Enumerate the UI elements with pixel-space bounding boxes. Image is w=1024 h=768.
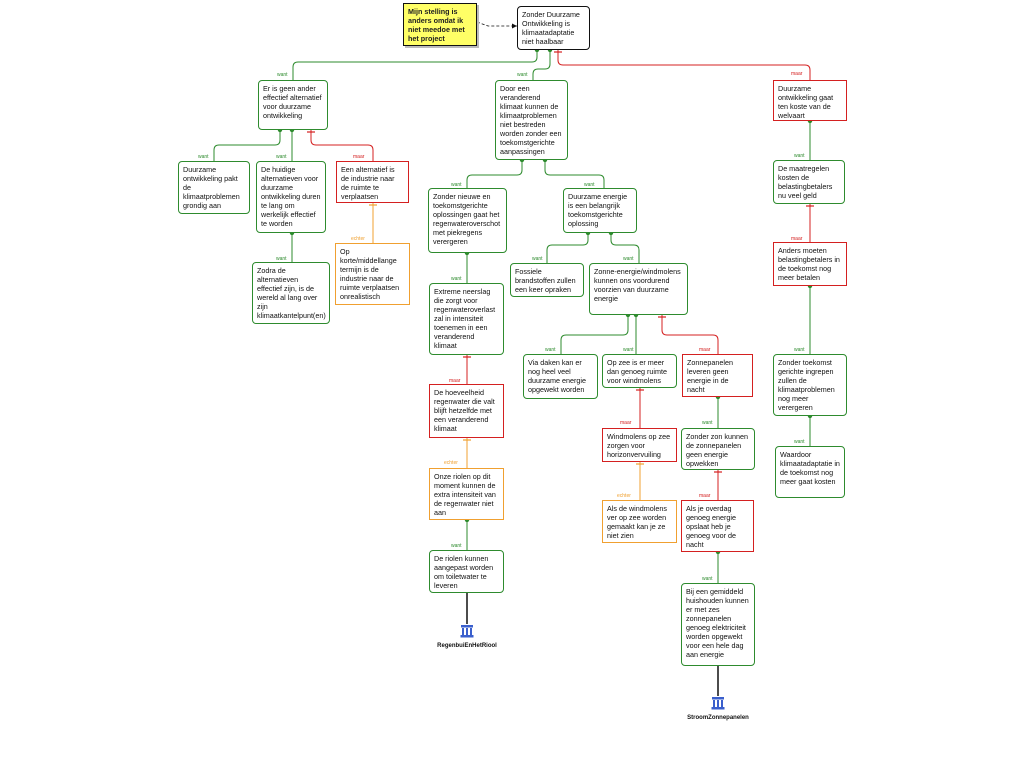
- maar-label: maar: [620, 420, 632, 426]
- objection-box-n26[interactable]: Anders moeten belastingbetalers in de to…: [773, 242, 847, 286]
- want-label: want: [276, 154, 287, 160]
- want-label: want: [623, 256, 634, 262]
- want-label: want: [794, 439, 805, 445]
- source-building-icon[interactable]: [460, 624, 474, 638]
- maar-label: maar: [699, 493, 711, 499]
- argument-box-n9[interactable]: Zonder nieuwe en toekomstgerichte oploss…: [428, 188, 507, 253]
- edge-n10-n16: [610, 233, 640, 263]
- maar-label: maar: [353, 154, 365, 160]
- maar-label: maar: [449, 378, 461, 384]
- want-label: want: [702, 420, 713, 426]
- want-label: want: [584, 182, 595, 188]
- argument-box-n4[interactable]: Duurzame ontwikkeling pakt de klimaatpro…: [178, 161, 250, 214]
- maar-label: maar: [791, 236, 803, 242]
- source-label-s2: StroomZonnepanelen: [687, 715, 749, 721]
- want-label: want: [451, 182, 462, 188]
- rebuttal-box-n21[interactable]: Als de windmolens ver op zee worden gema…: [602, 500, 677, 543]
- argument-box-n25[interactable]: De maatregelen kosten de belastingbetale…: [773, 160, 845, 204]
- echter-label: echter: [444, 460, 458, 466]
- want-label: want: [623, 347, 634, 353]
- want-label: want: [794, 347, 805, 353]
- edge-root-n2: [532, 50, 551, 80]
- want-label: want: [545, 347, 556, 353]
- argument-box-n16[interactable]: Zonne-energie/windmolens kunnen ons voor…: [589, 263, 688, 315]
- edge-n2-n9: [466, 160, 523, 188]
- argument-box-n28[interactable]: Waardoor klimaatadaptatie in de toekomst…: [775, 446, 845, 498]
- edge-root-n3: [557, 50, 811, 80]
- argument-box-n10[interactable]: Duurzame energie is een belangrijk toeko…: [563, 188, 637, 233]
- source-label-s1: RegenbuiEnHetRiool: [437, 643, 497, 649]
- echter-label: echter: [351, 236, 365, 242]
- argument-box-n17[interactable]: Via daken kan er nog heel veel duurzame …: [523, 354, 598, 399]
- want-label: want: [277, 72, 288, 78]
- objection-box-n6[interactable]: Een alternatief is de industrie naar de …: [336, 161, 409, 203]
- maar-markers: [307, 51, 814, 473]
- argument-box-n5[interactable]: De huidige alternatieven voor duurzame o…: [256, 161, 326, 233]
- source-building-icon[interactable]: [711, 696, 725, 710]
- want-label: want: [451, 543, 462, 549]
- edge-n1-n6: [310, 130, 374, 161]
- edge-n16-n19: [661, 315, 719, 354]
- root-claim-box[interactable]: Zonder Duurzame Ontwikkeling is klimaata…: [517, 6, 590, 50]
- edge-n2-n10: [544, 160, 605, 188]
- echter-label: echter: [617, 493, 631, 499]
- want-label: want: [276, 256, 287, 262]
- note-connector: [476, 21, 517, 27]
- objection-box-n12[interactable]: De hoeveelheid regenwater die valt blijf…: [429, 384, 504, 438]
- argument-box-n1[interactable]: Er is geen ander effectief alternatief v…: [258, 80, 328, 130]
- argument-box-n14[interactable]: De riolen kunnen aangepast worden om toi…: [429, 550, 504, 593]
- note-box[interactable]: Mijn stelling is anders omdat ik niet me…: [403, 3, 477, 46]
- objection-box-n20[interactable]: Windmolens op zee zorgen voor horizonver…: [602, 428, 677, 462]
- edge-n10-n15: [546, 233, 589, 263]
- objection-box-n3[interactable]: Duurzame ontwikkeling gaat ten koste van…: [773, 80, 847, 121]
- objection-box-n23[interactable]: Als je overdag genoeg energie opslaat he…: [681, 500, 754, 552]
- edge-n1-n4: [213, 130, 281, 161]
- argument-box-n24[interactable]: Bij een gemiddeld huishouden kunnen er m…: [681, 583, 755, 666]
- maar-label: maar: [791, 71, 803, 77]
- rebuttal-box-n13[interactable]: Onze riolen op dit moment kunnen de extr…: [429, 468, 504, 520]
- want-label: want: [517, 72, 528, 78]
- argument-box-n18[interactable]: Op zee is er meer dan genoeg ruimte voor…: [602, 354, 677, 388]
- want-label: want: [794, 153, 805, 159]
- rebuttal-box-n8[interactable]: Op korte/middellange termijn is de indus…: [335, 243, 410, 305]
- edge-root-n1: [292, 50, 538, 80]
- argument-box-n2[interactable]: Door een veranderend klimaat kunnen de k…: [495, 80, 568, 160]
- argument-box-n7[interactable]: Zodra de alternatieven effectief zijn, i…: [252, 262, 330, 324]
- argument-box-n27[interactable]: Zonder toekomst gerichte ingrepen zullen…: [773, 354, 847, 416]
- argument-box-n22[interactable]: Zonder zon kunnen de zonnepanelen geen e…: [681, 428, 755, 470]
- edge-n16-n17: [560, 315, 629, 354]
- argument-box-n15[interactable]: Fossiele brandstoffen zullen een keer op…: [510, 263, 584, 297]
- echter-markers: [369, 204, 644, 465]
- want-label: want: [451, 276, 462, 282]
- want-label: want: [532, 256, 543, 262]
- objection-box-n19[interactable]: Zonnepanelen leveren geen energie in de …: [682, 354, 753, 397]
- argument-box-n11[interactable]: Extreme neerslag die zorgt voor regenwat…: [429, 283, 504, 355]
- maar-label: maar: [699, 347, 711, 353]
- note-connector-arrowhead: [512, 23, 517, 29]
- want-label: want: [702, 576, 713, 582]
- want-label: want: [198, 154, 209, 160]
